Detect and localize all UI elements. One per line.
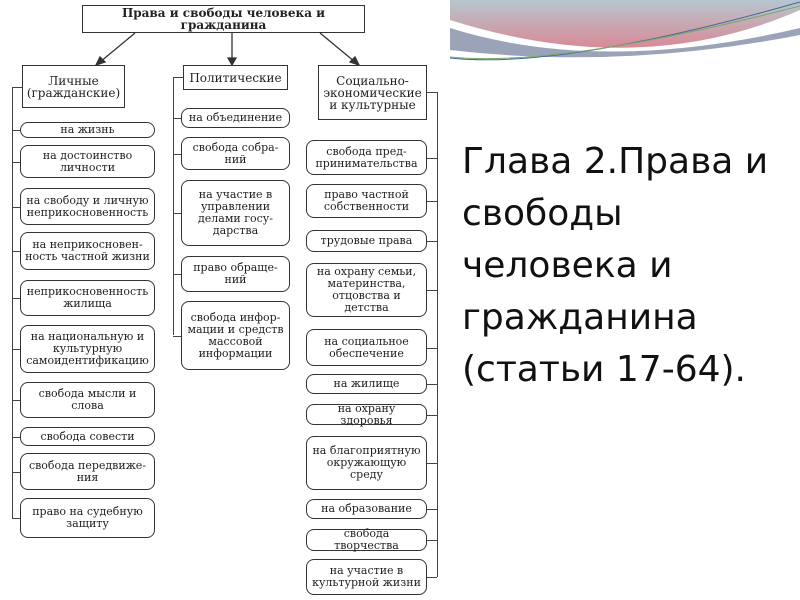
- connector: [427, 540, 437, 542]
- connector: [427, 290, 437, 292]
- connector: [12, 471, 20, 473]
- connector: [12, 251, 20, 253]
- connector: [437, 92, 439, 577]
- connector: [173, 118, 181, 120]
- connector: [427, 384, 437, 386]
- social-right-item: на охрану здоровья: [306, 402, 427, 426]
- social-right-item: на жилище: [306, 374, 427, 394]
- connector: [12, 161, 20, 163]
- personal-right-item: на неприкосновен-ность частной жизни: [20, 232, 155, 270]
- connector: [12, 298, 20, 300]
- connector: [427, 92, 437, 94]
- social-right-item: трудовые права: [306, 230, 427, 252]
- category-personal: Личные (гражданские): [22, 65, 125, 108]
- connector: [12, 87, 14, 518]
- social-right-item: свобода пред-принимательства: [306, 140, 427, 175]
- personal-right-item: на свободу и личную неприкосновенность: [20, 188, 155, 225]
- personal-right-item: свобода передвиже-ния: [20, 453, 155, 490]
- connector: [12, 400, 20, 402]
- category-social: Социально-экономические и культурные: [318, 65, 427, 120]
- connector: [427, 577, 437, 579]
- connector: [12, 130, 20, 132]
- political-right-item: на участие в управлении делами госу-дарс…: [181, 180, 290, 246]
- connector: [427, 347, 437, 349]
- social-right-item: свобода творчества: [306, 528, 427, 552]
- personal-right-item: неприкосновенность жилища: [20, 280, 155, 316]
- connector: [173, 77, 183, 79]
- connector: [12, 206, 20, 208]
- connector: [173, 153, 181, 155]
- social-right-item: на благоприятную окружающую среду: [306, 436, 427, 490]
- political-right-item: на объединение: [181, 108, 290, 128]
- connector: [427, 157, 437, 159]
- personal-right-item: право на судебную защиту: [20, 498, 155, 538]
- connector: [173, 335, 181, 337]
- connector: [173, 213, 181, 215]
- connector: [427, 241, 437, 243]
- political-right-item: право обраще-ний: [181, 256, 290, 292]
- connector: [427, 201, 437, 203]
- connector: [12, 436, 20, 438]
- category-political: Политические: [183, 65, 288, 90]
- connector: [427, 463, 437, 465]
- social-right-item: на социальное обеспечение: [306, 329, 427, 366]
- personal-right-item: свобода мысли и слова: [20, 382, 155, 418]
- social-right-item: на образование: [306, 499, 427, 519]
- political-right-item: свобода инфор-мации и средств массовой и…: [181, 301, 290, 370]
- connector: [427, 509, 437, 511]
- political-right-item: свобода собра-ний: [181, 137, 290, 170]
- social-right-item: право частной собственности: [306, 184, 427, 218]
- connector: [427, 414, 437, 416]
- social-right-item: на охрану семьи, материнства, отцовства …: [306, 263, 427, 317]
- connector: [173, 274, 181, 276]
- personal-right-item: свобода совести: [20, 427, 155, 446]
- connector: [12, 518, 20, 520]
- social-right-item: на участие в культурной жизни: [306, 559, 427, 595]
- chapter-heading: Глава 2.Права и свободы человека и гражд…: [462, 141, 769, 390]
- root-title: Права и свободы человека и гражданина: [82, 5, 365, 33]
- connector: [12, 87, 22, 89]
- personal-right-item: на национальную и культурную самоидентиф…: [20, 325, 155, 373]
- personal-right-item: на жизнь: [20, 122, 155, 138]
- personal-right-item: на достоинство личности: [20, 145, 155, 178]
- connector: [12, 349, 20, 351]
- connector: [173, 77, 175, 335]
